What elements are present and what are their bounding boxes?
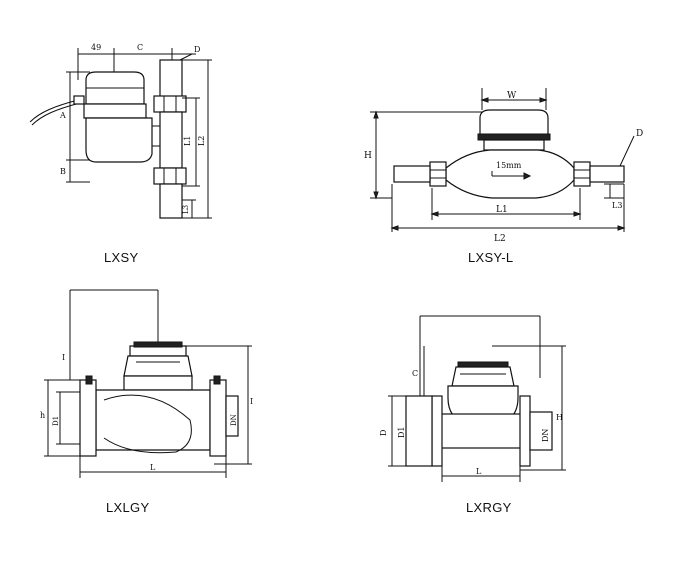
lxsyl-dim-l3: L3 (612, 201, 622, 210)
lxlgy-body (95, 389, 211, 451)
lxsy-cable (29, 99, 79, 123)
lxrgy-dim-d: D (379, 430, 388, 436)
lxrgy-dim-dn: DN (541, 429, 550, 442)
lxsyl-left-pipe (393, 165, 431, 183)
lxsy-upper-pipe (159, 59, 183, 99)
lxrgy-dim-c: C (412, 369, 418, 378)
lxrgy-pipe (439, 413, 525, 449)
lxlgy-dim-l: L (150, 463, 156, 472)
lxsy-dim-b: B (60, 167, 66, 176)
lxrgy-right-flange (519, 395, 531, 467)
lxrgy-dim-l: L (476, 467, 482, 476)
lxsy-dim-49: 49 (91, 43, 101, 52)
lxsy-dim-l1: L1 (183, 136, 192, 146)
lxsy-dim-a: A (59, 111, 66, 120)
lxlgy-drawing: I I h D1 DN L (40, 289, 253, 478)
lxsyl-dim-w: W (507, 91, 517, 101)
caption-lxrgy: LXRGY (466, 500, 512, 515)
lxsyl-right-pipe (589, 165, 625, 183)
lxrgy-register (451, 366, 515, 387)
lxsy-dim-c: C (137, 43, 143, 52)
lxrgy-dim-h: H (556, 413, 563, 422)
lxsyl-body (445, 149, 575, 199)
lxsy-drawing: 49 C D A B (29, 43, 212, 219)
lxsyl-register-head (479, 109, 549, 137)
lxlgy-left-flange (79, 379, 97, 457)
lxsy-body (85, 117, 153, 163)
lxrgy-left-flange (431, 395, 443, 467)
lxrgy-dim-d1: D1 (397, 426, 406, 438)
lxsy-lower-pipe (159, 183, 183, 219)
lxlgy-dim-dn: DN (230, 414, 238, 426)
lxsyl-dim-d: D (636, 129, 643, 139)
caption-lxsy: LXSY (104, 250, 139, 265)
lxlgy-dim-i-right: I (250, 397, 253, 406)
lxsy-l-drawing: W H 15mm D L3 (364, 88, 643, 244)
caption-lxlgy: LXLGY (106, 500, 150, 515)
lxlgy-dim-h: h (40, 411, 45, 420)
lxsy-dim-l3: L3 (182, 205, 190, 214)
lxlgy-dim-d1: D1 (52, 416, 60, 426)
lxsyl-dim-l2: L2 (494, 234, 506, 244)
lxsyl-dim-h: H (364, 151, 372, 161)
lxlgy-dim-i: I (62, 353, 65, 362)
lxsy-dim-l2: L2 (197, 136, 206, 146)
lxsyl-dim-l1: L1 (496, 205, 508, 215)
lxsyl-flow-label: 15mm (496, 161, 522, 170)
lxsy-dim-d: D (194, 45, 200, 54)
caption-lxsy-l: LXSY-L (468, 250, 514, 265)
lxlgy-right-flange (209, 379, 227, 457)
lxrgy-drawing: C H D D1 DN L (379, 315, 566, 482)
